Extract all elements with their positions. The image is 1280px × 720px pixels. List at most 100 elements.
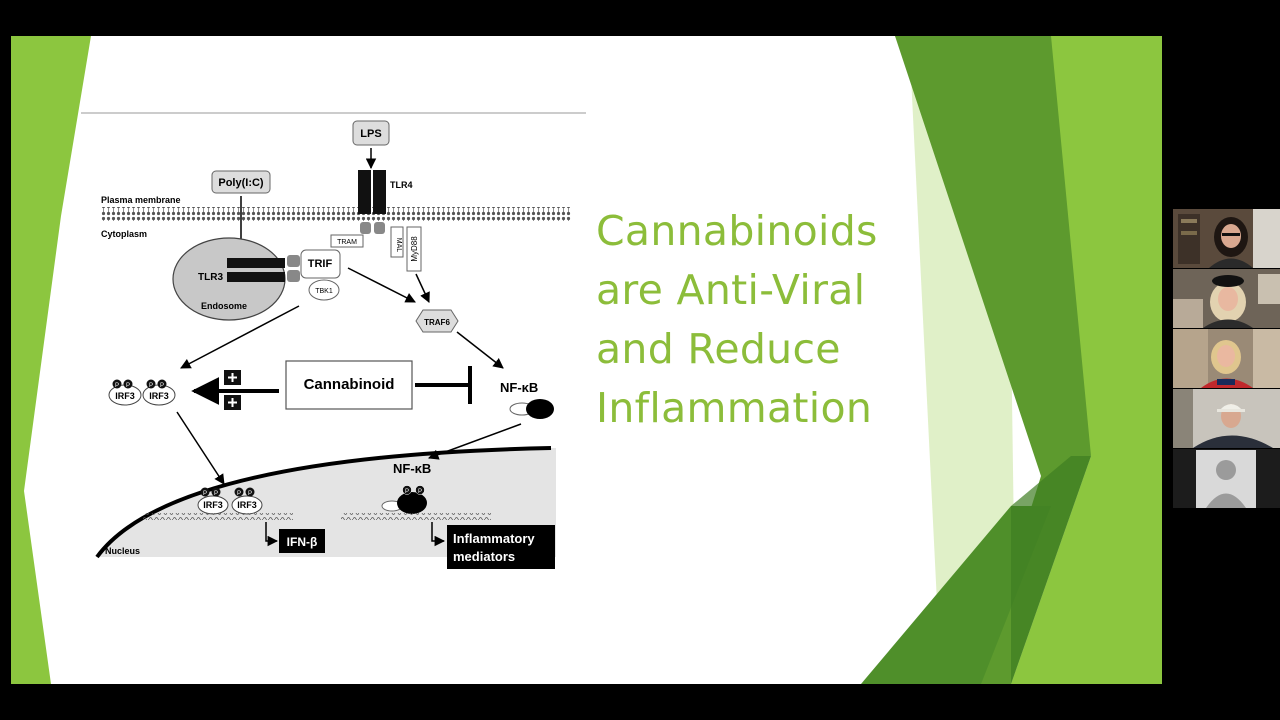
endosome-label: Endosome bbox=[201, 301, 247, 311]
participant-tile-1[interactable] bbox=[1173, 209, 1280, 268]
phospho-label-6: P bbox=[214, 491, 218, 497]
tlr3-tir-top bbox=[287, 255, 300, 267]
phospho-label-8: P bbox=[248, 491, 252, 497]
traf6-label: TRAF6 bbox=[424, 318, 450, 327]
phospho-6 bbox=[211, 487, 221, 497]
ifn-arrow bbox=[265, 522, 279, 547]
slide-title-line-3: and Reduce bbox=[596, 325, 841, 373]
phospho-label-5: P bbox=[203, 491, 207, 497]
phospho-3 bbox=[146, 379, 156, 389]
slide-title-line-1: Cannabinoids bbox=[596, 207, 878, 255]
phospho-1 bbox=[112, 379, 122, 389]
tram-label: TRAM bbox=[337, 239, 357, 246]
plasma-membrane bbox=[101, 207, 571, 221]
inflammatory-arrow bbox=[431, 522, 446, 547]
myd88-label: MyD88 bbox=[410, 236, 419, 262]
trif-box bbox=[300, 249, 341, 279]
irf3-nuclear-label-right: IRF3 bbox=[237, 500, 257, 510]
participant-tile-4[interactable] bbox=[1173, 389, 1280, 448]
person-blonde-hat-icon bbox=[1173, 269, 1280, 328]
tlr4-tir-right bbox=[374, 222, 385, 234]
lps-label: LPS bbox=[360, 128, 381, 140]
plus-icon-bottom bbox=[228, 398, 237, 407]
nuclear-membrane bbox=[95, 446, 552, 559]
nfkb-label: NF-κB bbox=[500, 380, 538, 395]
mal-box bbox=[390, 226, 404, 258]
poly-ic-label: Poly(I:C) bbox=[218, 177, 264, 189]
tbk1-shape bbox=[308, 279, 340, 301]
tbk1-label: TBK1 bbox=[315, 288, 333, 295]
participant-tile-3[interactable] bbox=[1173, 329, 1280, 388]
endosome-irf3-arrow bbox=[180, 305, 300, 369]
right-green-shape bbox=[895, 36, 1162, 684]
phospho-2 bbox=[123, 379, 133, 389]
phospho-5 bbox=[200, 487, 210, 497]
cannabinoid-label: Cannabinoid bbox=[304, 376, 395, 393]
irf3-label-right: IRF3 bbox=[149, 391, 169, 401]
phospho-label-10: P bbox=[418, 489, 422, 495]
nucleus-label: Nucleus bbox=[105, 546, 140, 556]
tlr4-left bbox=[358, 170, 371, 214]
phospho-label-4: P bbox=[160, 383, 164, 389]
phospho-7 bbox=[234, 487, 244, 497]
irf3-nucleus-arrow bbox=[176, 411, 225, 485]
presentation-slide: Nucleus Plasma membrane Cytoplasm LPS TL… bbox=[11, 36, 1162, 684]
tlr4-tir-left bbox=[360, 222, 371, 234]
dna-right bbox=[341, 513, 491, 520]
plus-icon-top bbox=[228, 373, 237, 382]
slide-title: Cannabinoids are Anti-Viral and Reduce I… bbox=[596, 202, 916, 438]
myd88-box bbox=[406, 226, 422, 272]
plasma-membrane-label: Plasma membrane bbox=[101, 195, 181, 205]
nfkb-nuclear-label: NF-κB bbox=[393, 461, 431, 476]
trif-traf6-arrow bbox=[347, 267, 416, 303]
phospho-4 bbox=[157, 379, 167, 389]
phospho-label-2: P bbox=[126, 383, 130, 389]
mal-label: MAL bbox=[395, 238, 402, 253]
irf3-label-left: IRF3 bbox=[115, 391, 135, 401]
dna-left bbox=[143, 513, 293, 520]
tlr3-label: TLR3 bbox=[198, 272, 223, 283]
left-green-shape bbox=[11, 36, 91, 684]
slide-background bbox=[11, 36, 1162, 684]
cytoplasm-label: Cytoplasm bbox=[101, 229, 147, 239]
phospho-9 bbox=[402, 485, 412, 495]
myd88-traf6-arrow bbox=[415, 273, 430, 303]
phospho-8 bbox=[245, 487, 255, 497]
participant-tile-5[interactable] bbox=[1173, 449, 1280, 508]
bottom-dark-shape bbox=[861, 506, 1051, 684]
traf6-shape bbox=[415, 309, 459, 333]
tram-box bbox=[330, 234, 364, 248]
person-cap-icon bbox=[1173, 389, 1280, 448]
nucleus-shape bbox=[97, 448, 556, 557]
poly-ic-box bbox=[211, 170, 271, 194]
tlr4-label: TLR4 bbox=[390, 180, 413, 190]
tlr3-tir-bottom bbox=[287, 270, 300, 282]
nfkb-shape bbox=[526, 399, 554, 419]
default-avatar-icon bbox=[1173, 449, 1280, 508]
nfkb-nuclear-shape bbox=[397, 492, 427, 514]
phospho-label-7: P bbox=[237, 491, 241, 497]
slide-title-line-4: Inflammation bbox=[596, 384, 873, 432]
irf3-nuclear-label-left: IRF3 bbox=[203, 500, 223, 510]
ifn-box bbox=[279, 529, 325, 553]
bottom-accent-shape bbox=[1011, 456, 1091, 684]
phospho-label-3: P bbox=[149, 383, 153, 389]
inflammatory-box bbox=[447, 525, 555, 569]
trif-label: TRIF bbox=[308, 258, 333, 270]
nfkb-nucleus-arrow bbox=[428, 423, 522, 460]
ifn-label: IFN-β bbox=[287, 535, 318, 549]
tlr4-right bbox=[373, 170, 386, 214]
tlr3-bottom bbox=[227, 272, 285, 282]
inflammatory-label-2: mediators bbox=[453, 549, 515, 564]
slide-title-line-2: are Anti-Viral bbox=[596, 266, 866, 314]
phospho-label-9: P bbox=[405, 489, 409, 495]
phospho-10 bbox=[415, 485, 425, 495]
phospho-label-1: P bbox=[115, 383, 119, 389]
participant-tile-2[interactable] bbox=[1173, 269, 1280, 328]
tlr-signaling-diagram: Nucleus Plasma membrane Cytoplasm LPS TL… bbox=[81, 112, 586, 569]
person-dark-hair-glasses-icon bbox=[1173, 209, 1280, 268]
inflammatory-label-1: Inflammatory bbox=[453, 531, 535, 546]
tlr3-top bbox=[227, 258, 285, 268]
cannabinoid-box bbox=[285, 360, 413, 410]
person-blonde-red-icon bbox=[1173, 329, 1280, 388]
